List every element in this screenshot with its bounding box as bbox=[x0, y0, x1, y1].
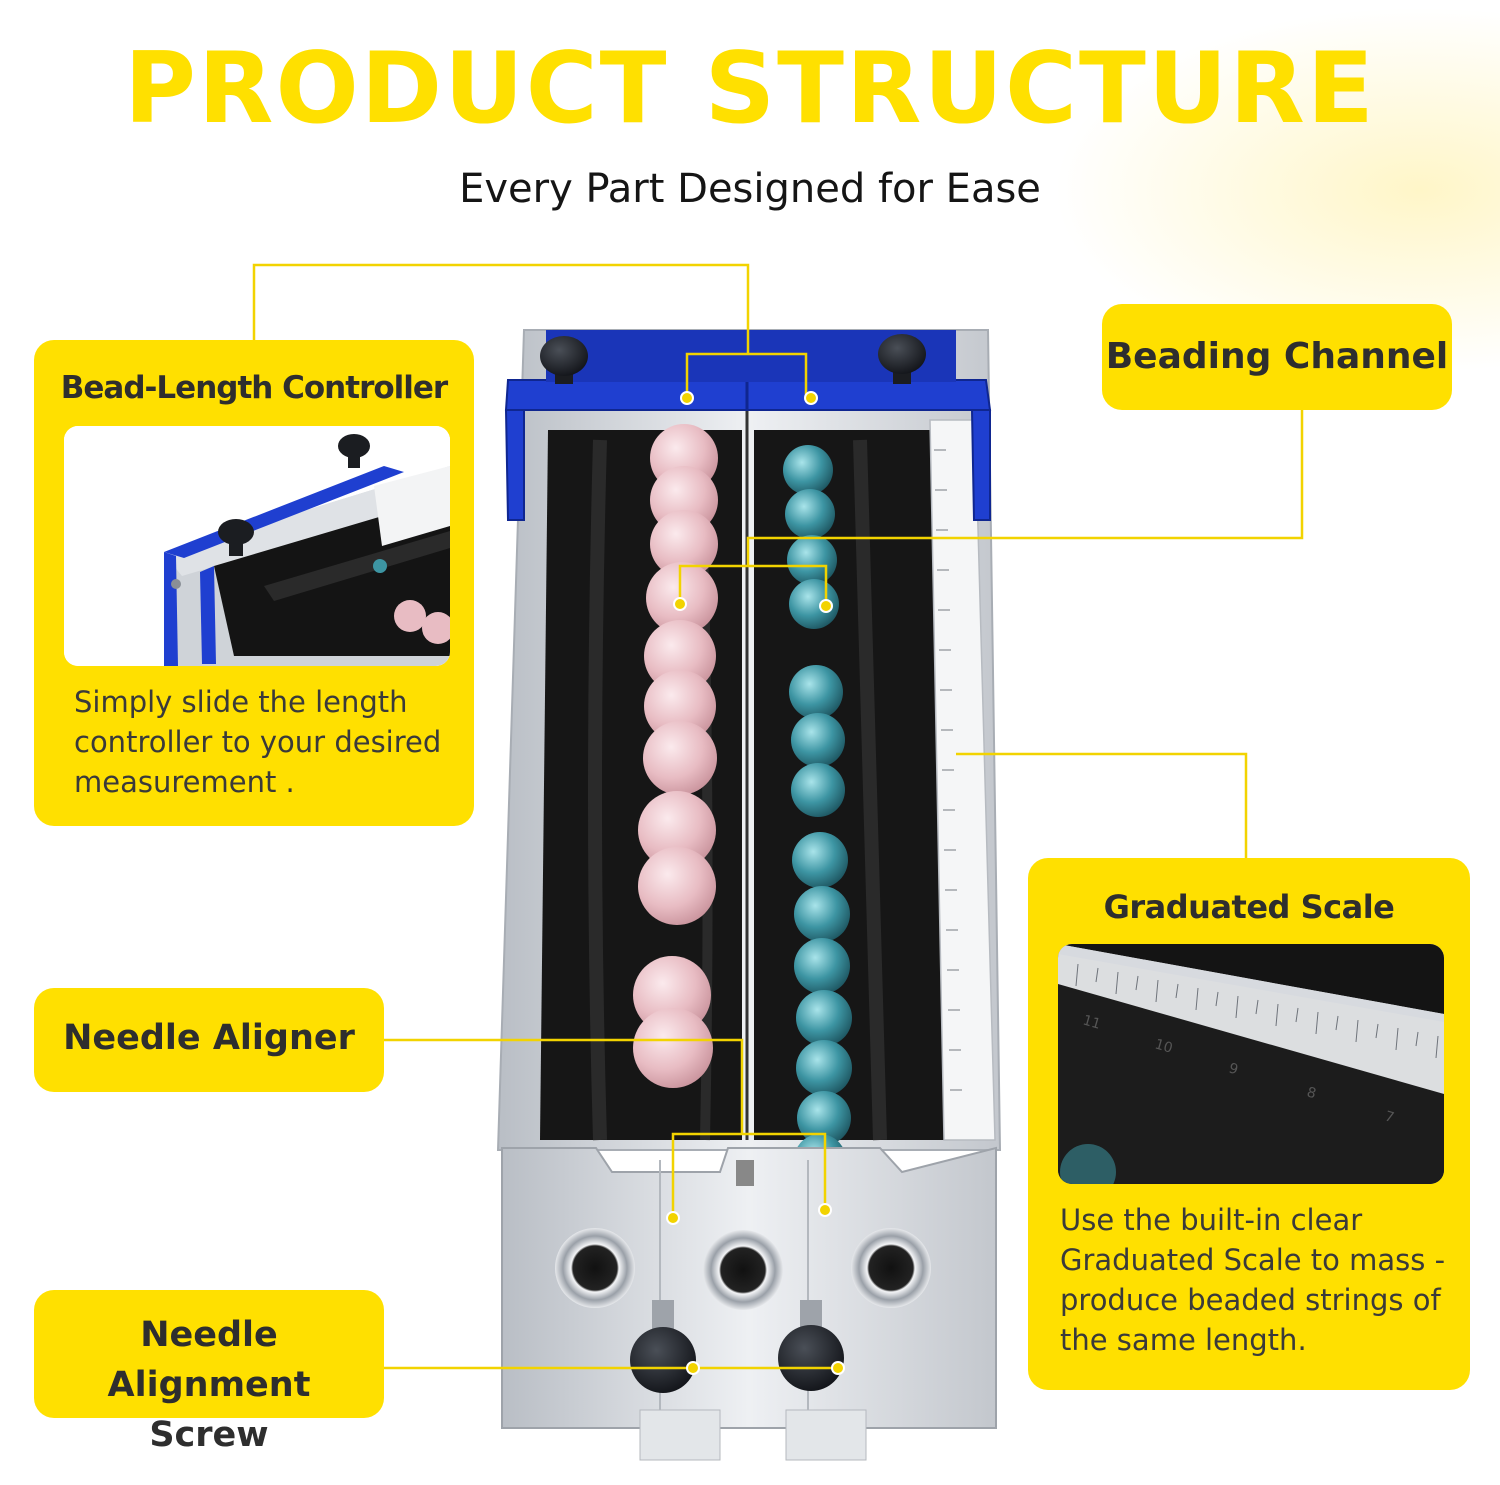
callout-beading-channel: Beading Channel bbox=[1102, 304, 1452, 410]
rose-bead-string bbox=[633, 424, 718, 1088]
leader-lines bbox=[252, 263, 1304, 1370]
callout-title-line-1: Needle Alignment bbox=[107, 1315, 311, 1405]
scale-closeup-illustration: 11 10 9 8 7 bbox=[1058, 944, 1444, 1184]
eyelet-left bbox=[555, 1228, 635, 1308]
eyelet-center bbox=[703, 1230, 783, 1310]
callout-title: Beading Channel bbox=[1105, 336, 1449, 377]
callout-title-line-2: Screw bbox=[149, 1415, 269, 1455]
page-subtitle: Every Part Designed for Ease bbox=[459, 166, 1041, 212]
callout-description: Use the built-in clear Graduated Scale t… bbox=[1060, 1203, 1446, 1357]
callout-title: Needle Alignment Screw bbox=[34, 1310, 384, 1460]
spinner-body bbox=[496, 329, 1002, 1151]
scale-number: 7 bbox=[1383, 1108, 1396, 1126]
alignment-screw-left bbox=[630, 1300, 696, 1393]
leader-dots bbox=[666, 391, 845, 1375]
scale-closeup-image: 11 10 9 8 7 bbox=[1058, 944, 1444, 1184]
controller-closeup-illustration bbox=[64, 426, 450, 666]
scale-number: 10 bbox=[1153, 1036, 1175, 1056]
eyelet-right bbox=[851, 1228, 931, 1308]
clamp-knob-left bbox=[540, 336, 588, 384]
scale-number: 11 bbox=[1081, 1012, 1103, 1032]
alignment-screw-right bbox=[778, 1300, 844, 1391]
callout-bead-length-controller: Bead-Length Controller Simply slide the … bbox=[34, 340, 474, 826]
graduated-ruler-ticks bbox=[934, 449, 962, 1091]
callout-title: Bead-Length Controller bbox=[60, 370, 448, 406]
callout-needle-alignment-screw: Needle Alignment Screw bbox=[34, 1290, 384, 1455]
callout-title: Graduated Scale bbox=[1103, 888, 1395, 926]
scale-number: 8 bbox=[1305, 1084, 1318, 1102]
callout-title: Needle Aligner bbox=[63, 1018, 355, 1058]
scale-number: 9 bbox=[1227, 1060, 1240, 1078]
page-title: PRODUCT STRUCTURE bbox=[124, 32, 1376, 146]
callout-needle-aligner: Needle Aligner bbox=[34, 988, 384, 1092]
aqua-bead-string bbox=[783, 445, 852, 1186]
clamp-knob-right bbox=[878, 334, 926, 384]
callout-graduated-scale: Graduated Scale 11 10 9 bbox=[1028, 858, 1470, 1390]
controller-closeup-image bbox=[64, 426, 450, 666]
callout-description: Simply slide the length controller to yo… bbox=[74, 685, 442, 799]
